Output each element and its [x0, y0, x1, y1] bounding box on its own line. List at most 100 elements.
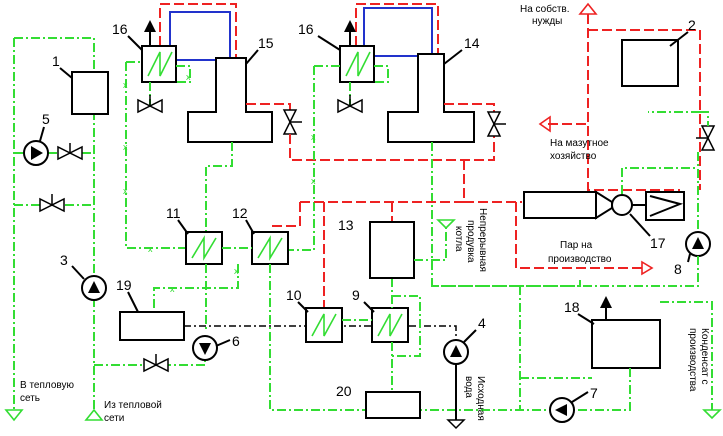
equipment-1-leader [59, 67, 73, 79]
boiler-15-downcomer [205, 142, 233, 232]
equipment-18-box [591, 319, 661, 369]
label-condensate-2: производства [687, 328, 698, 392]
label-18: 18 [564, 299, 580, 315]
label-15: 15 [258, 35, 274, 51]
label-steam-prod-1: Пар на [560, 240, 593, 251]
steam-to-production [515, 202, 644, 269]
blowdown-arrow [436, 219, 456, 230]
label-own-needs-2: нужды [532, 16, 562, 27]
steam-to-deaerator-17 [463, 160, 522, 203]
feed-line-11 [125, 62, 186, 249]
x-mark: x [148, 244, 153, 254]
label-heat-net-in-1: Из тепловой [104, 400, 162, 411]
valve-16-left-icon [137, 95, 163, 114]
leader-14 [443, 49, 463, 65]
steam-loop-14 [355, 3, 439, 56]
leader-11 [177, 219, 189, 235]
valve-right-in [700, 111, 709, 126]
steam-14-to-valve [444, 103, 495, 114]
deaerator-tank [523, 191, 597, 219]
steam-production-arrow [641, 260, 654, 276]
x-mark: x [170, 284, 175, 294]
label-17: 17 [650, 235, 666, 251]
x-mark: x [311, 176, 316, 186]
label-steam-prod-2: производство [548, 254, 612, 265]
steam-right-loop [588, 29, 701, 190]
vent-16-right-arrow-icon [344, 20, 356, 32]
leader-16-right [317, 35, 341, 51]
pump-5-leader [39, 126, 45, 142]
boiler-15 [187, 57, 273, 143]
equipment-19-box [119, 311, 185, 341]
steam-to-own-needs [587, 14, 680, 191]
economizer-16-left-out [176, 65, 191, 83]
label-heat-net-in-2: сети [104, 413, 124, 424]
steam-to-heater-12 [270, 202, 301, 227]
steam-collector [289, 134, 495, 161]
pump-6-arrow-icon [199, 343, 211, 355]
leader-10 [297, 301, 309, 313]
label-heat-net-out-1: В тепловую [20, 380, 74, 391]
heat-network-in-arrow [84, 408, 104, 421]
heater-9-coil [377, 313, 403, 337]
label-9: 9 [352, 287, 360, 303]
drain-to-19 [153, 264, 239, 312]
pump-4-arrow-icon [450, 345, 462, 357]
heater-9-loop [392, 295, 421, 357]
equipment-20-box [365, 391, 421, 419]
deaerator-cone [595, 190, 613, 220]
feed-line-12 [288, 66, 315, 251]
leader-8 [687, 253, 691, 263]
deaerator-column [611, 194, 633, 216]
leader-17 [629, 213, 651, 237]
economizer-16-left [141, 45, 177, 83]
valve-bottom-icon [143, 354, 169, 373]
x-mark: x [234, 266, 239, 276]
label-blowdown-2: продувка [465, 220, 476, 263]
vent-16-left-arrow-icon [144, 20, 156, 32]
leader-16-left [127, 35, 143, 51]
condensate-line [519, 286, 548, 411]
valve-15-icon [282, 109, 302, 135]
label-12: 12 [232, 205, 248, 221]
deaerator-vent-line [621, 167, 696, 194]
label-6: 6 [232, 333, 240, 349]
equipment-18-out [574, 368, 631, 411]
heater-12-down [269, 264, 520, 411]
label-20: 20 [336, 383, 352, 399]
deaerator-head-mark [649, 195, 684, 217]
equipment-13-box [369, 221, 415, 279]
label-7: 7 [590, 385, 598, 401]
label-condensate-1: Конденсат с [699, 328, 710, 385]
pump-5-arrow-icon [31, 146, 43, 160]
label-5: 5 [42, 111, 50, 127]
heater-12-coil [257, 235, 283, 261]
x-mark: x [123, 186, 128, 196]
valve-right-icon [696, 125, 716, 151]
pump-3-leader [71, 265, 85, 280]
valve-14-icon [486, 111, 506, 137]
economizer-16-right-out [374, 65, 389, 83]
equipment-18-vent-icon [600, 296, 612, 308]
label-1: 1 [52, 53, 60, 69]
pump-7-arrow-icon [555, 404, 567, 416]
heater-10-coil [311, 313, 337, 337]
raw-water-line [184, 325, 457, 340]
leader-18 [577, 313, 595, 325]
label-source-water-1: Исходная [475, 376, 486, 421]
label-3: 3 [60, 252, 68, 268]
leader-2 [669, 31, 689, 47]
leader-19 [127, 291, 139, 313]
x-mark: x [123, 142, 128, 152]
condensate-return [660, 301, 713, 410]
flue-gas-loop-15 [169, 11, 231, 61]
x-mark: x [123, 80, 128, 90]
label-heat-net-out-2: сеть [20, 393, 40, 404]
label-16-left: 16 [112, 21, 128, 37]
label-11: 11 [166, 205, 181, 221]
label-source-water-2: вода [463, 376, 474, 398]
valve-5-icon [57, 143, 83, 161]
valve-bypass-icon [39, 194, 65, 213]
label-fuel-oil-1: На мазутное [550, 138, 609, 149]
